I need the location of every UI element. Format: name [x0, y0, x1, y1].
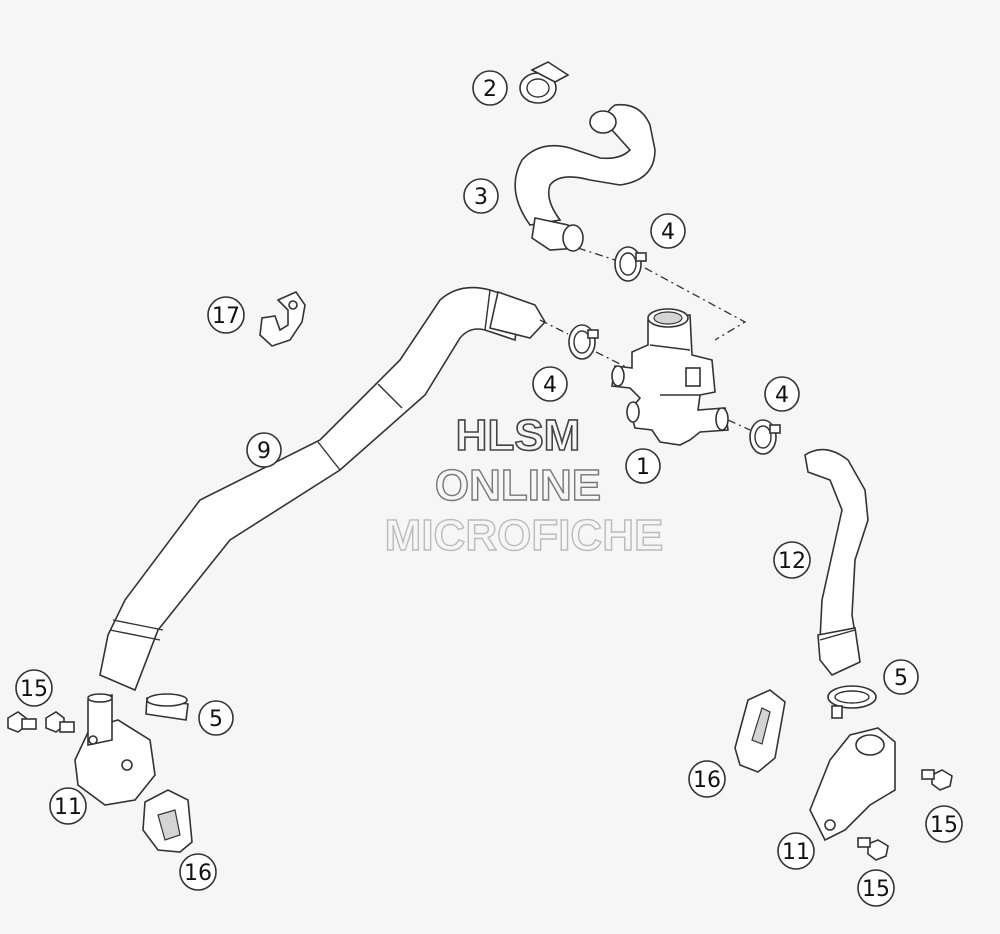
callout-15-right-top-label: 15 — [930, 813, 958, 838]
bolt-15-left-a — [7, 711, 37, 733]
callout-4-right[interactable]: 4 — [764, 376, 800, 412]
leader-lines — [539, 247, 751, 431]
callout-4-top[interactable]: 4 — [650, 213, 686, 249]
clamp-4-top — [614, 246, 647, 282]
bolt-15-left-b — [45, 711, 75, 733]
clamp-17 — [259, 290, 306, 347]
callout-2-label: 2 — [483, 77, 497, 102]
reed-cover-11-left — [74, 693, 156, 806]
callout-15-right-top[interactable]: 15 — [925, 805, 963, 843]
callout-11-left-label: 11 — [54, 795, 82, 820]
hose-12 — [804, 448, 869, 676]
hose-3 — [514, 103, 656, 252]
watermark: HLSM ONLINE MICROFICHE — [384, 410, 664, 561]
callout-4-middle[interactable]: 4 — [532, 366, 568, 402]
callout-15-left-label: 15 — [20, 677, 48, 702]
callout-17-label: 17 — [212, 304, 240, 329]
bolt-15-right-b — [857, 837, 889, 861]
callout-11-left[interactable]: 11 — [49, 787, 87, 825]
callout-16-left[interactable]: 16 — [179, 853, 217, 891]
callout-2[interactable]: 2 — [472, 70, 508, 106]
bolt-15-right-a — [921, 769, 953, 791]
callout-11-right-label: 11 — [782, 840, 810, 865]
callout-9[interactable]: 9 — [246, 432, 282, 468]
callout-4-middle-label: 4 — [543, 373, 557, 398]
clamp-5-left — [145, 693, 189, 721]
callout-9-label: 9 — [257, 439, 271, 464]
callout-16-right-label: 16 — [693, 768, 721, 793]
callout-5-right-label: 5 — [894, 666, 908, 691]
callout-17[interactable]: 17 — [207, 296, 245, 334]
clamp-5-right — [827, 685, 877, 719]
watermark-line1: HLSM — [456, 411, 581, 460]
reed-valve-16-left — [142, 789, 193, 853]
hose-9 — [99, 286, 546, 692]
callout-5-left[interactable]: 5 — [198, 700, 234, 736]
callout-11-right[interactable]: 11 — [777, 832, 815, 870]
callout-12[interactable]: 12 — [773, 541, 811, 579]
clamp-2 — [519, 61, 570, 104]
callout-16-right[interactable]: 16 — [688, 760, 726, 798]
reed-valve-16-right — [734, 689, 786, 773]
callout-15-right-bottom[interactable]: 15 — [857, 869, 895, 907]
callouts: 1 2 3 4 4 4 5 5 9 11 11 12 15 15 15 16 1… — [15, 70, 963, 907]
watermark-line2: ONLINE — [435, 461, 601, 510]
watermark-line3: MICROFICHE — [385, 511, 664, 560]
valve-1 — [611, 308, 729, 446]
clamp-4-right — [749, 419, 781, 455]
callout-4-top-label: 4 — [661, 220, 675, 245]
callout-15-left[interactable]: 15 — [15, 669, 53, 707]
callout-15-right-bottom-label: 15 — [862, 877, 890, 902]
callout-5-right[interactable]: 5 — [883, 659, 919, 695]
callout-1[interactable]: 1 — [625, 448, 661, 484]
callout-3-label: 3 — [474, 185, 488, 210]
callout-12-label: 12 — [778, 549, 806, 574]
callout-16-left-label: 16 — [184, 861, 212, 886]
clamp-4-middle — [568, 324, 599, 360]
callout-1-label: 1 — [636, 455, 650, 480]
callout-5-left-label: 5 — [209, 707, 223, 732]
reed-cover-11-right — [809, 727, 896, 842]
callout-4-right-label: 4 — [775, 383, 789, 408]
callout-3[interactable]: 3 — [463, 178, 499, 214]
